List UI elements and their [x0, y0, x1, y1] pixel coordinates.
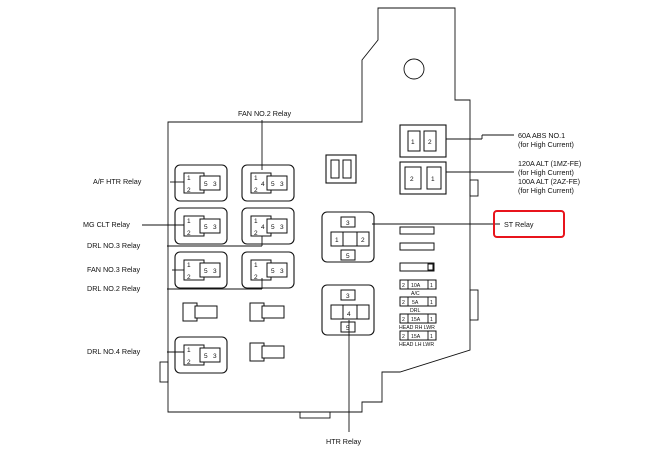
- pin-label: 2: [254, 230, 258, 237]
- pin-label: 2: [402, 317, 405, 323]
- pin-label: 2: [254, 187, 258, 194]
- relay-socket-empty-right: [249, 302, 285, 362]
- pin-label: 1: [187, 218, 191, 225]
- fuse-alt: 2 1: [399, 161, 447, 195]
- pin-label: 5: [204, 353, 208, 360]
- mgclt-relay-label: MG CLT Relay: [83, 220, 130, 229]
- fuse-name-label: A/C: [411, 291, 420, 297]
- abs-fuse-note: (for High Current): [518, 140, 574, 149]
- pin-label: 3: [280, 268, 284, 275]
- relay-afhtr: 1 2 5 3: [174, 164, 228, 202]
- fuse-abs: 1 2: [399, 124, 447, 158]
- pin-label: 5: [271, 181, 275, 188]
- alt-2az-fuse-note: (for High Current): [518, 186, 574, 195]
- drl2-relay-label: DRL NO.2 Relay: [87, 284, 141, 293]
- pin-label: 4: [261, 224, 265, 231]
- pin-label: 1: [411, 139, 415, 146]
- alt-1mz-fuse-note: (for High Current): [518, 168, 574, 177]
- pin-label: 1: [187, 347, 191, 354]
- alt-2az-fuse-label: 100A ALT (2AZ-FE): [518, 177, 580, 186]
- fuse-name-label: HEAD RH LWR: [399, 325, 435, 331]
- housing-tab-right-lower: [469, 289, 479, 321]
- fuse-amp-label: 10A: [411, 283, 421, 289]
- pin-label: 2: [402, 283, 405, 289]
- relay-drl4: 1 2 5 3: [174, 336, 228, 374]
- pin-label: 2: [254, 274, 258, 281]
- pin-label: 1: [430, 300, 433, 306]
- drl3-relay-label: DRL NO.3 Relay: [87, 241, 141, 250]
- pin-label: 5: [346, 325, 350, 332]
- pin-label: 3: [280, 181, 284, 188]
- pin-label: 1: [254, 262, 258, 269]
- pin-label: 1: [254, 218, 258, 225]
- pin-label: 1: [254, 175, 258, 182]
- relay-mgclt: 1 2 5 3: [174, 207, 228, 245]
- fuse-amp-label: 5A: [412, 300, 419, 306]
- pin-label: 5: [271, 268, 275, 275]
- pin-label: 2: [402, 300, 405, 306]
- drl4-relay-label: DRL NO.4 Relay: [87, 347, 141, 356]
- fuse-head-lh-lwr: 2 15A 1 HEAD LH LWR: [399, 330, 437, 348]
- st-relay-label: ST Relay: [504, 220, 534, 229]
- htr-relay-label: HTR Relay: [326, 437, 362, 446]
- pin-label: 1: [335, 237, 339, 244]
- pin-label: 2: [187, 359, 191, 366]
- pin-label: 1: [430, 283, 433, 289]
- pin-label: 5: [204, 181, 208, 188]
- pin-label: 2: [187, 187, 191, 194]
- pin-label: 5: [346, 253, 350, 260]
- pin-label: 5: [271, 224, 275, 231]
- small-fuse-block: [325, 154, 357, 184]
- pin-label: 4: [261, 181, 265, 188]
- fuse-ac: 2 10A 1 A/C: [399, 279, 437, 297]
- relay-drl3: 1 2 4 5 3: [241, 207, 295, 245]
- relay-drl2: 1 2 5 3: [241, 251, 295, 289]
- fuse-name-label: HEAD LH LWR: [399, 342, 434, 348]
- pin-label: 3: [213, 353, 217, 360]
- pin-label: 1: [430, 334, 433, 340]
- relay-fan2: 1 2 4 5 3: [241, 164, 295, 202]
- pin-label: 1: [430, 317, 433, 323]
- fan3-relay-label: FAN NO.3 Relay: [87, 265, 141, 274]
- pin-label: 3: [213, 268, 217, 275]
- fuse-name-label: DRL: [410, 308, 420, 314]
- housing-tab-right: [469, 179, 479, 197]
- pin-label: 3: [346, 293, 350, 300]
- st-relay-highlight: [493, 210, 565, 238]
- mounting-hole: [403, 58, 425, 80]
- pin-label: 5: [204, 224, 208, 231]
- relay-st: 3 1 2 5: [321, 211, 375, 263]
- pin-label: 1: [431, 176, 435, 183]
- pin-label: 2: [187, 274, 191, 281]
- fan2-relay-label: FAN NO.2 Relay: [238, 109, 292, 118]
- pin-label: 1: [187, 175, 191, 182]
- fuse-head-rh-lwr: 2 15A 1 HEAD RH LWR: [399, 313, 437, 331]
- pin-label: 2: [361, 237, 365, 244]
- fuse-drl: 2 5A 1 DRL: [399, 296, 437, 314]
- pin-label: 2: [410, 176, 414, 183]
- fuse-amp-label: 15A: [411, 317, 421, 323]
- pin-label: 3: [280, 224, 284, 231]
- pin-label: 2: [402, 334, 405, 340]
- pin-label: 3: [213, 224, 217, 231]
- pin-label: 3: [346, 220, 350, 227]
- pin-label: 2: [187, 230, 191, 237]
- relay-htr: 3 4 5: [321, 284, 375, 336]
- pin-label: 5: [204, 268, 208, 275]
- alt-1mz-fuse-label: 120A ALT (1MZ-FE): [518, 159, 581, 168]
- fuse-box-housing: [167, 7, 471, 413]
- pin-label: 3: [213, 181, 217, 188]
- pin-label: 1: [187, 262, 191, 269]
- mini-fuse-slots: [399, 226, 435, 272]
- abs-fuse-label: 60A ABS NO.1: [518, 131, 565, 140]
- afhtr-relay-label: A/F HTR Relay: [93, 177, 142, 186]
- leader-lines: [142, 120, 514, 432]
- housing-tab-left: [159, 361, 169, 383]
- pin-label: 2: [428, 139, 432, 146]
- housing-tab-bottom: [299, 411, 331, 419]
- pin-label: 4: [347, 311, 351, 318]
- relay-fan3: 1 2 5 3: [174, 251, 228, 289]
- fuse-amp-label: 15A: [411, 334, 421, 340]
